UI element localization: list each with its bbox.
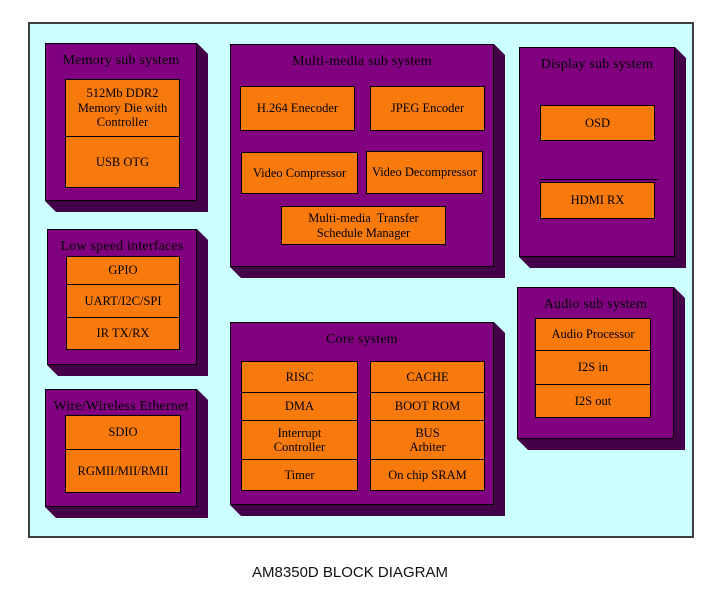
box-uart-i2c-spi-label: UART/I2C/SPI <box>84 293 162 308</box>
core-face: Core system RISC DMA Interrupt Controlle… <box>230 322 494 505</box>
box-dma: DMA <box>241 392 358 421</box>
block-wire-wireless-ethernet: Wire/Wireless Ethernet SDIO RGMII/MII/RM… <box>45 389 197 507</box>
box-usb-otg-label: USB OTG <box>95 154 150 169</box>
memory-face: Memory sub system 512Mb DDR2 Memory Die … <box>45 43 197 201</box>
display-title: Display sub system <box>540 57 654 72</box>
multimedia-title: Multi-media sub system <box>292 54 432 69</box>
box-osd-label: OSD <box>584 115 610 130</box>
block-display-subsystem: Display sub system OSD HDMI RX <box>519 47 675 257</box>
box-mm-transfer-schedule-manager-label: Multi-media Transfer Schedule Manager <box>308 211 419 240</box>
ethernet-face: Wire/Wireless Ethernet SDIO RGMII/MII/RM… <box>45 389 197 507</box>
box-timer: Timer <box>241 459 358 491</box>
box-h264-encoder-label: H.264 Enecoder <box>256 101 339 116</box>
box-sdio: SDIO <box>65 415 181 450</box>
box-sdio-label: SDIO <box>108 425 138 440</box>
core-title: Core system <box>326 332 398 347</box>
box-risc-label: RISC <box>285 369 314 384</box>
box-hdmi-rx: HDMI RX <box>540 182 655 219</box>
audio-face: Audio sub system Audio Processor I2S in … <box>517 287 674 439</box>
separator-line <box>540 179 658 180</box>
box-dma-label: DMA <box>284 399 315 414</box>
box-usb-otg: USB OTG <box>65 136 180 188</box>
box-on-chip-sram: On chip SRAM <box>370 459 485 491</box>
display-face: Display sub system OSD HDMI RX <box>519 47 675 257</box>
block-multimedia-subsystem: Multi-media sub system H.264 Enecoder JP… <box>230 44 494 267</box>
box-video-compressor: Video Compressor <box>241 152 358 194</box>
lowspeed-title: Low speed interfaces <box>60 239 184 254</box>
box-bus-arbiter: BUS Arbiter <box>370 420 485 460</box>
block-core-system: Core system RISC DMA Interrupt Controlle… <box>230 322 494 505</box>
box-cache-label: CACHE <box>406 369 449 384</box>
lowspeed-face: Low speed interfaces GPIO UART/I2C/SPI I… <box>47 229 197 365</box>
box-on-chip-sram-label: On chip SRAM <box>388 467 467 482</box>
box-i2s-out-label: I2S out <box>574 393 612 408</box>
box-jpeg-encoder-label: JPEG Encoder <box>390 101 465 116</box>
box-rgmii-mii-rmii-label: RGMII/MII/RMII <box>77 463 169 478</box>
box-rgmii-mii-rmii: RGMII/MII/RMII <box>65 449 181 493</box>
diagram-caption: AM8350D BLOCK DIAGRAM <box>252 564 448 581</box>
box-risc: RISC <box>241 361 358 393</box>
box-interrupt-controller-label: Interrupt Controller <box>273 425 326 454</box>
box-timer-label: Timer <box>284 467 315 482</box>
box-video-decompressor-label: Video Decompressor <box>371 165 478 180</box>
box-i2s-out: I2S out <box>535 384 651 418</box>
audio-title: Audio sub system <box>543 297 648 312</box>
box-boot-rom: BOOT ROM <box>370 392 485 421</box>
box-osd: OSD <box>540 105 655 141</box>
box-gpio-label: GPIO <box>108 263 138 278</box>
block-memory-subsystem: Memory sub system 512Mb DDR2 Memory Die … <box>45 43 197 201</box>
box-h264-encoder: H.264 Enecoder <box>240 86 355 131</box>
box-video-compressor-label: Video Compressor <box>252 165 347 180</box>
box-bus-arbiter-label: BUS Arbiter <box>409 425 446 454</box>
ethernet-title: Wire/Wireless Ethernet <box>53 399 189 414</box>
box-uart-i2c-spi: UART/I2C/SPI <box>66 284 180 318</box>
box-gpio: GPIO <box>66 256 180 285</box>
box-video-decompressor: Video Decompressor <box>366 151 483 194</box>
memory-title: Memory sub system <box>62 53 180 68</box>
diagram-panel: Memory sub system 512Mb DDR2 Memory Die … <box>28 22 694 538</box>
block-low-speed-interfaces: Low speed interfaces GPIO UART/I2C/SPI I… <box>47 229 197 365</box>
box-interrupt-controller: Interrupt Controller <box>241 420 358 460</box>
block-audio-subsystem: Audio sub system Audio Processor I2S in … <box>517 287 674 439</box>
multimedia-face: Multi-media sub system H.264 Enecoder JP… <box>230 44 494 267</box>
box-boot-rom-label: BOOT ROM <box>394 399 461 414</box>
box-mm-transfer-schedule-manager: Multi-media Transfer Schedule Manager <box>281 206 446 245</box>
box-ir-tx-rx: IR TX/RX <box>66 317 180 350</box>
box-jpeg-encoder: JPEG Encoder <box>370 86 485 131</box>
box-hdmi-rx-label: HDMI RX <box>570 193 625 208</box>
box-ir-tx-rx-label: IR TX/RX <box>96 326 150 341</box>
box-cache: CACHE <box>370 361 485 393</box>
box-i2s-in-label: I2S in <box>577 360 609 375</box>
box-audio-processor: Audio Processor <box>535 318 651 351</box>
box-ddr2-memory-label: 512Mb DDR2 Memory Die with Controller <box>77 86 168 130</box>
box-ddr2-memory: 512Mb DDR2 Memory Die with Controller <box>65 79 180 137</box>
box-i2s-in: I2S in <box>535 350 651 385</box>
box-audio-processor-label: Audio Processor <box>551 327 635 342</box>
